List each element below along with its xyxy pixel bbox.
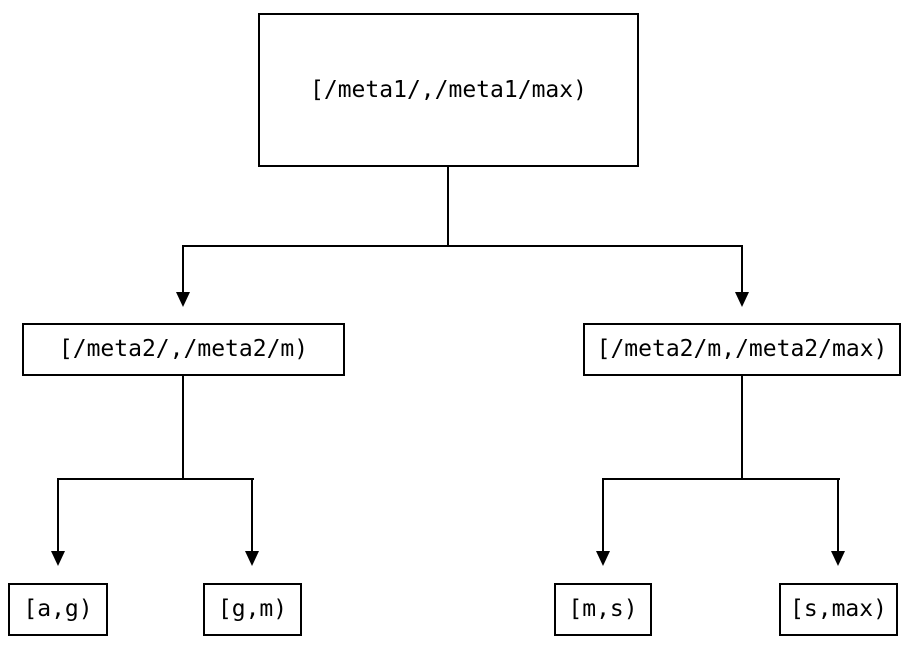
edge-root-stem-line (447, 167, 449, 247)
arrowhead-down-icon (51, 551, 65, 566)
node-root-meta1-range: [/meta1/,/meta1/max) (258, 13, 639, 167)
arrowhead-down-icon (831, 551, 845, 566)
node-meta2-high-range: [/meta2/m,/meta2/max) (583, 323, 901, 376)
arrowhead-down-icon (176, 292, 190, 307)
node-leaf-range-ms: [m,s) (554, 583, 652, 636)
edge-meta2high-span-line (602, 478, 840, 480)
edge-root-to-meta2low-line (182, 245, 184, 294)
edge-meta2high-to-smax-line (837, 478, 839, 552)
arrowhead-down-icon (735, 292, 749, 307)
edge-meta2low-stem-line (182, 376, 184, 480)
edge-root-to-meta2high-line (741, 245, 743, 294)
arrowhead-down-icon (596, 551, 610, 566)
node-leaf-range-gm: [g,m) (203, 583, 302, 636)
edge-root-span-line (182, 245, 743, 247)
edge-meta2high-stem-line (741, 376, 743, 480)
edge-meta2low-to-gm-line (251, 478, 253, 552)
node-leaf-range-smax: [s,max) (779, 583, 898, 636)
edge-meta2low-to-ag-line (57, 478, 59, 552)
arrowhead-down-icon (245, 551, 259, 566)
edge-meta2low-span-line (57, 478, 254, 480)
node-meta2-low-range: [/meta2/,/meta2/m) (22, 323, 345, 376)
node-leaf-range-ag: [a,g) (8, 583, 108, 636)
edge-meta2high-to-ms-line (602, 478, 604, 552)
